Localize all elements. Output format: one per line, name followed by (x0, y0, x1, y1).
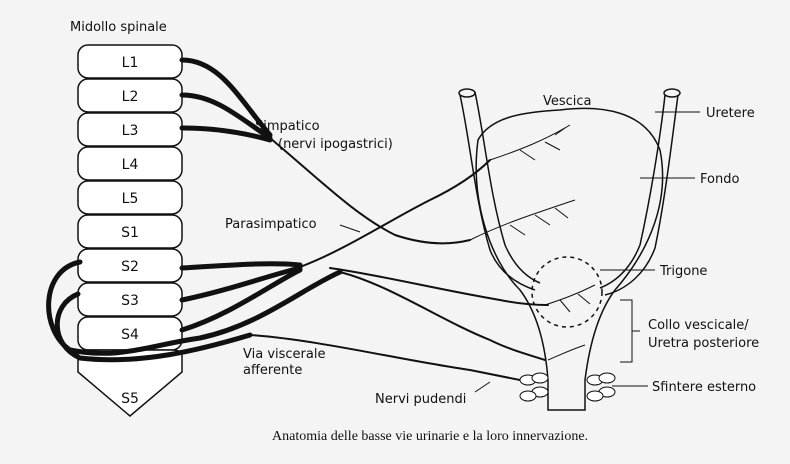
spinal-cord-title: Midollo spinale (70, 20, 167, 35)
ureters (459, 89, 680, 295)
ureter-left-opening (459, 89, 475, 97)
vertebra-label-l5: L5 (122, 191, 139, 207)
vertebra-label-s2: S2 (121, 259, 139, 275)
label-parasimpatico: Parasimpatico (225, 217, 317, 232)
bladder-outline (476, 108, 662, 410)
figure-caption: Anatomia delle basse vie urinarie e la l… (272, 429, 588, 444)
vertebra-label-s5: S5 (121, 391, 139, 407)
label-nervi-pudendi: Nervi pudendi (375, 392, 466, 407)
label-sfintere-esterno: Sfintere esterno (652, 380, 756, 395)
labels: Simpatico (nervi ipogastrici) Parasimpat… (225, 94, 759, 407)
vertebra-label-s1: S1 (121, 225, 139, 241)
parasympathetic-nerves (182, 160, 490, 330)
ureter-left-outer (460, 95, 535, 290)
vertebra-label-s3: S3 (121, 293, 139, 309)
label-collo-vescicale: Collo vescicale/ (648, 318, 749, 333)
vertebra-label-l2: L2 (122, 89, 139, 105)
ureter-right-opening (664, 89, 680, 97)
vertebra-label-s4: S4 (121, 327, 139, 343)
label-simpatico: Simpatico (255, 119, 320, 134)
label-trigone: Trigone (659, 264, 707, 279)
label-via-viscerale: Via viscerale (243, 347, 325, 362)
vertebra-label-l1: L1 (122, 55, 139, 71)
label-fondo: Fondo (700, 172, 739, 187)
label-nervi-ipogastrici: (nervi ipogastrici) (278, 137, 393, 152)
ureter-left-inner (475, 92, 540, 283)
ureter-right-outer (600, 95, 665, 288)
external-sphincter (520, 373, 615, 401)
leader-lines (340, 112, 700, 392)
bladder (476, 108, 662, 410)
vertebra-label-l4: L4 (122, 157, 139, 173)
trigone-region (532, 257, 602, 327)
label-uretra-posteriore: Uretra posteriore (648, 336, 759, 351)
label-afferente: afferente (243, 363, 302, 378)
label-vescica: Vescica (543, 94, 592, 109)
label-uretere: Uretere (706, 106, 755, 121)
vertebra-label-l3: L3 (122, 123, 139, 139)
